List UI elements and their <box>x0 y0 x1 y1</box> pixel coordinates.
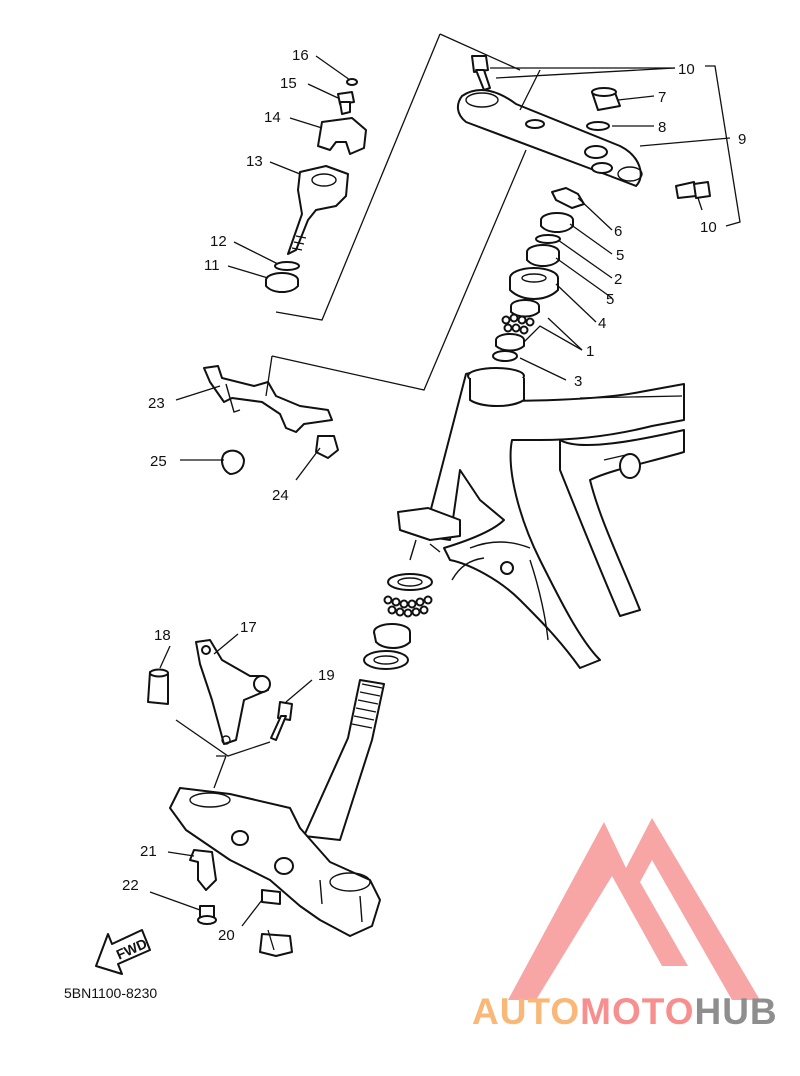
dust-seal-3 <box>492 350 518 362</box>
washer-11 <box>265 272 299 293</box>
watermark-hub: HUB <box>694 991 777 1032</box>
nut-7 <box>591 87 621 111</box>
clip-21 <box>189 849 217 891</box>
upper-bracket <box>456 89 643 187</box>
callouts: 10 7 8 9 10 6 5 2 5 4 1 3 16 15 14 13 12… <box>122 47 746 944</box>
bearing-1 <box>495 333 525 352</box>
nut-20 <box>259 889 293 957</box>
watermark-text: AUTOMOTOHUB <box>472 991 778 1032</box>
callout-24: 24 <box>272 487 289 504</box>
watermark-moto: MOTO <box>580 991 694 1032</box>
watermark-logo <box>508 818 760 1000</box>
bolt-19 <box>270 701 293 741</box>
bearing-cover-4 <box>509 267 559 300</box>
callout-11: 11 <box>204 257 220 274</box>
upper-ball-bearings <box>501 313 535 335</box>
callout-2: 2 <box>614 271 622 288</box>
collar <box>147 668 169 705</box>
clamp-25 <box>221 449 245 475</box>
ring-nut-5b <box>526 244 560 267</box>
bolt-10-side <box>675 181 711 199</box>
ring-nut-5a <box>540 212 574 233</box>
diagram-code: 5BN1100-8230 <box>64 985 157 1001</box>
under-bracket <box>169 787 381 937</box>
steering-stem <box>303 679 385 841</box>
washer-12 <box>274 261 300 271</box>
callout-5b: 5 <box>606 291 614 308</box>
lower-handlebar-holder-13 <box>287 165 349 255</box>
lower-bearing-group <box>363 573 433 670</box>
callout-3: 3 <box>574 373 582 390</box>
callout-10a: 10 <box>678 61 695 78</box>
callout-6: 6 <box>614 223 622 240</box>
callout-20: 20 <box>218 927 235 944</box>
cable-clamp-24 <box>315 435 339 459</box>
frame <box>397 367 685 669</box>
callout-1: 1 <box>586 343 594 360</box>
callout-7: 7 <box>658 89 666 106</box>
cable-guide-23 <box>203 365 333 433</box>
callout-23: 23 <box>148 395 165 412</box>
callout-19: 19 <box>318 667 335 684</box>
lock-washer-6 <box>551 187 585 209</box>
bolt-10-top <box>471 55 491 91</box>
callout-14: 14 <box>264 109 281 126</box>
assembly-outline-lines <box>175 33 541 789</box>
cap-16 <box>346 78 358 86</box>
upper-handlebar-holder-14 <box>317 117 367 155</box>
bolt-22 <box>197 905 217 925</box>
callout-12: 12 <box>210 233 227 250</box>
callout-5a: 5 <box>616 247 624 264</box>
watermark-triangle-icon <box>508 818 760 1000</box>
callout-10b: 10 <box>700 219 717 236</box>
watermark-auto: AUTO <box>472 991 580 1032</box>
washer-8 <box>586 121 610 131</box>
callout-17: 17 <box>240 619 257 636</box>
rubber-washer-2 <box>535 234 561 244</box>
bolt-15 <box>337 91 355 115</box>
callout-25: 25 <box>150 453 167 470</box>
callout-18: 18 <box>154 627 171 644</box>
svg-text:AUTOMOTOHUB: AUTOMOTOHUB <box>472 991 778 1032</box>
callout-13: 13 <box>246 153 263 170</box>
callout-16: 16 <box>292 47 309 64</box>
callout-21: 21 <box>140 843 157 860</box>
upper-bearing-race <box>510 299 540 318</box>
lower-ball-bearings <box>383 595 433 618</box>
lower-cable-bracket <box>195 639 271 745</box>
callout-4: 4 <box>598 315 606 332</box>
fwd-arrow-icon: FWD <box>95 929 151 975</box>
callout-8: 8 <box>658 119 666 136</box>
callout-15: 15 <box>280 75 297 92</box>
callout-9: 9 <box>738 131 746 148</box>
leader-lines <box>149 55 741 951</box>
callout-22: 22 <box>122 877 139 894</box>
